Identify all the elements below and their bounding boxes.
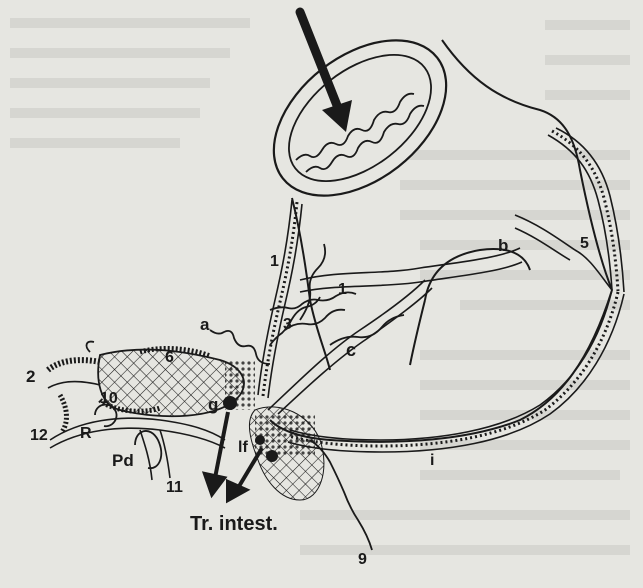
label-g: g: [208, 395, 218, 414]
label-11: 11: [166, 479, 183, 496]
label-1b: 1: [338, 281, 347, 298]
label-5: 5: [580, 235, 589, 252]
label-i: i: [430, 452, 434, 469]
label-c: c: [346, 340, 356, 360]
label-9: 9: [358, 551, 367, 568]
central-hatched-region: [225, 360, 324, 500]
label-12: 12: [30, 427, 48, 444]
label-b: b: [498, 236, 508, 255]
label-3: 3: [283, 316, 292, 333]
label-lf: lf: [238, 439, 248, 456]
label-1a: 1: [270, 253, 279, 270]
node-lf-1: [255, 435, 265, 445]
cut-end-ellipse: [245, 9, 476, 227]
label-intestine: Tr. intest.: [190, 513, 278, 535]
label-10: 10: [100, 390, 118, 407]
label-a: a: [200, 315, 210, 334]
label-2: 2: [26, 367, 35, 386]
label-6: 6: [165, 349, 174, 366]
label-R: R: [80, 425, 92, 442]
node-g: [223, 396, 237, 410]
node-lf-2: [266, 450, 278, 462]
label-Pd: Pd: [112, 451, 134, 470]
vessel-central: [258, 200, 302, 398]
